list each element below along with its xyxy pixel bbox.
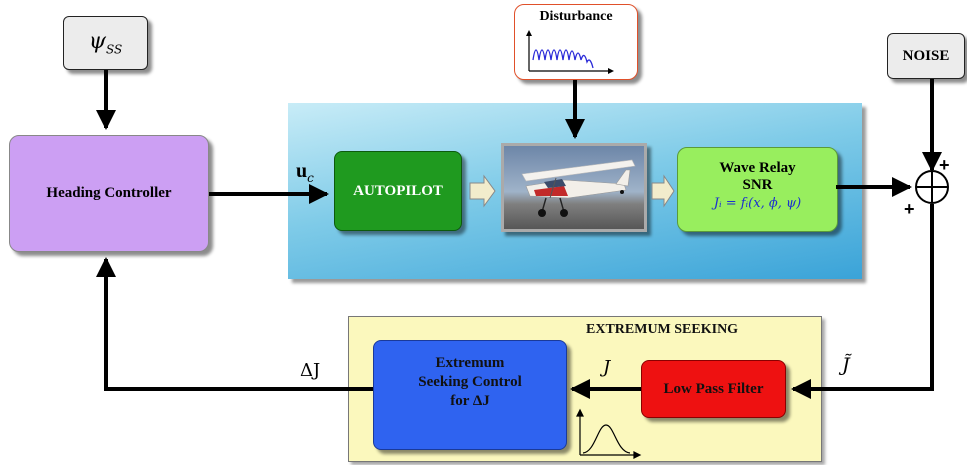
- bell-curve-icon: [576, 408, 642, 459]
- wire-esc-to-heading: [96, 257, 373, 391]
- uc-label: uc: [296, 160, 314, 185]
- wave-relay-formula: Jᵢ = fᵢ(x, ϕ, ψ): [713, 196, 802, 211]
- disturbance-label: Disturbance: [539, 9, 613, 24]
- j-label: J: [603, 357, 611, 378]
- disturbance-box: Disturbance: [514, 4, 638, 80]
- autopilot-block: AUTOPILOT: [334, 151, 462, 231]
- heading-controller-block: Heading Controller: [9, 135, 209, 252]
- wave-relay-snr-block: Wave Relay SNR Jᵢ = fᵢ(x, ϕ, ψ): [677, 147, 838, 232]
- wire-sum-to-lpf: [791, 204, 934, 399]
- low-pass-filter-label: Low Pass Filter: [663, 380, 764, 397]
- wave-relay-label: Wave Relay: [719, 160, 796, 176]
- extremum-seeking-title: EXTREMUM SEEKING: [586, 322, 739, 337]
- plus-sign-left: +: [904, 199, 915, 219]
- psi-ss-input-box: ψSS: [63, 16, 148, 70]
- psi-symbol: ψ: [88, 29, 107, 55]
- flow-arrow-1: [469, 174, 496, 208]
- disturbance-wave-icon: [526, 30, 614, 74]
- aircraft-image: [501, 143, 647, 232]
- extremum-control-line2: Seeking Control: [418, 374, 522, 390]
- psi-subscript: SS: [106, 42, 123, 57]
- heading-controller-label: Heading Controller: [46, 185, 172, 201]
- delta-j-label: ΔJ: [300, 360, 321, 381]
- low-pass-filter-block: Low Pass Filter: [641, 360, 786, 418]
- autopilot-label: AUTOPILOT: [353, 182, 443, 199]
- extremum-seeking-control-block: Extremum Seeking Control for ΔJ: [373, 340, 567, 450]
- plus-sign-top: +: [939, 155, 950, 175]
- j-tilde-label: J̃: [842, 354, 850, 376]
- flow-arrow-2: [651, 174, 675, 208]
- noise-box: NOISE: [887, 33, 965, 79]
- summing-junction: [915, 170, 949, 204]
- extremum-control-line1: Extremum: [435, 355, 505, 371]
- extremum-control-line3: for ΔJ: [450, 393, 490, 409]
- snr-label: SNR: [742, 177, 773, 193]
- noise-label: NOISE: [902, 47, 950, 64]
